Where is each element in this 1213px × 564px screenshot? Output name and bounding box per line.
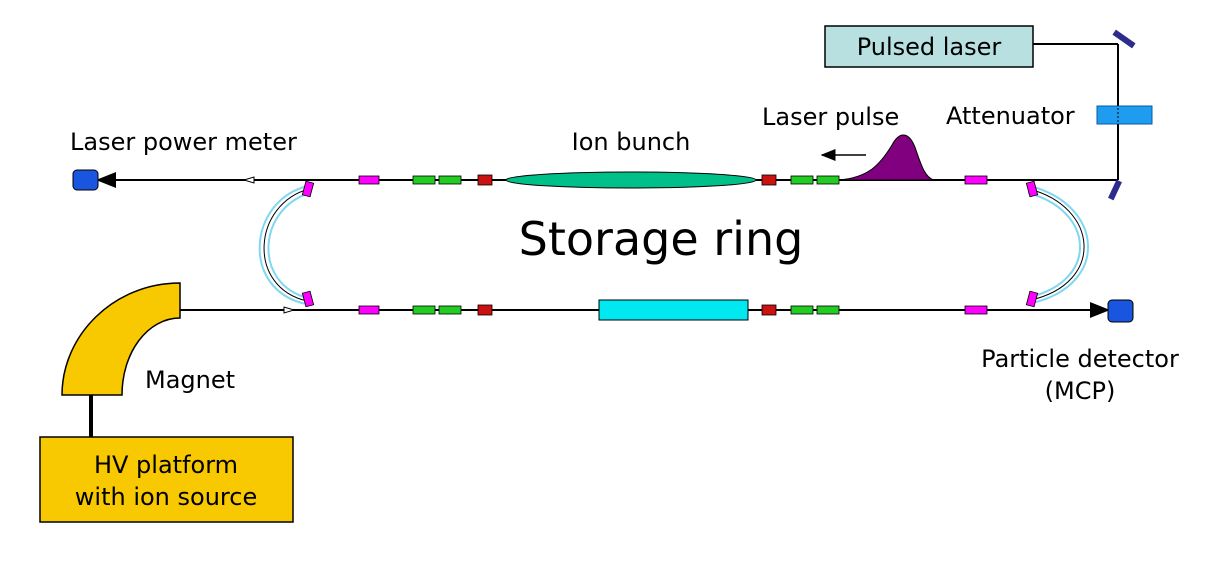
attenuator-element (1096, 105, 1153, 125)
quadrupole-top-left-1 (412, 175, 436, 185)
beam-direction-marker-top (242, 176, 255, 184)
quadrupole-bottom-left-2 (438, 305, 462, 315)
laser-power-meter-icon (72, 169, 99, 191)
quadrupole-bottom-left-1 (412, 305, 436, 315)
laser-power-meter-label: Laser power meter (70, 128, 297, 156)
mirror-bottom (1108, 179, 1122, 201)
electrostatic-element-top-left (358, 175, 380, 185)
ion-bunch (505, 171, 757, 189)
right-bend-beam (1028, 188, 1085, 301)
left-bend-arc-outer (258, 185, 309, 305)
quadrupole-top-right-2 (816, 175, 840, 185)
quadrupole-top-right-1 (790, 175, 814, 185)
particle-detector-label: Particle detector (981, 345, 1179, 373)
magnet-shape (61, 282, 181, 396)
left-bend-arc-inner (267, 192, 311, 299)
pulsed-laser-box (824, 25, 1034, 68)
quadrupole-bottom-right-1 (790, 305, 814, 315)
electrostatic-element-bottom-left (358, 305, 380, 315)
corrector-bottom-right (761, 304, 777, 316)
electrostatic-element-top-right (964, 175, 988, 185)
deflector-top-left (301, 180, 315, 198)
ion-bunch-label: Ion bunch (572, 128, 691, 156)
deflector-bottom-right (1025, 290, 1039, 308)
electron-cooler (598, 299, 749, 321)
attenuator-label: Attenuator (946, 102, 1075, 130)
quadrupole-top-left-2 (438, 175, 462, 185)
mirror-top (1112, 29, 1136, 49)
laser-pulse-shape (837, 134, 935, 181)
electrostatic-element-bottom-right (964, 305, 988, 315)
laser-pulse-label: Laser pulse (762, 103, 899, 131)
particle-detector-icon (1107, 299, 1134, 323)
deflector-top-right (1025, 180, 1039, 198)
pulsed-laser-label: Pulsed laser (857, 33, 1002, 61)
magnet-label: Magnet (145, 366, 235, 394)
particle-detector-mcp-label: (MCP) (1045, 377, 1116, 405)
corrector-bottom-left (477, 304, 493, 316)
beam-direction-marker-bottom (283, 306, 296, 314)
corrector-top-right (761, 174, 777, 186)
right-bend-arc-outer (1029, 185, 1089, 304)
hv-platform-label-line1: HV platform (94, 451, 238, 479)
storage-ring-label: Storage ring (519, 212, 804, 266)
hv-platform-label-line2: with ion source (75, 483, 257, 511)
deflector-bottom-left (301, 290, 315, 308)
quadrupole-bottom-right-2 (816, 305, 840, 315)
corrector-top-left (477, 174, 493, 186)
right-bend-arc-inner (1027, 192, 1081, 298)
left-bend-beam (263, 188, 310, 302)
hv-platform-box (39, 436, 294, 523)
